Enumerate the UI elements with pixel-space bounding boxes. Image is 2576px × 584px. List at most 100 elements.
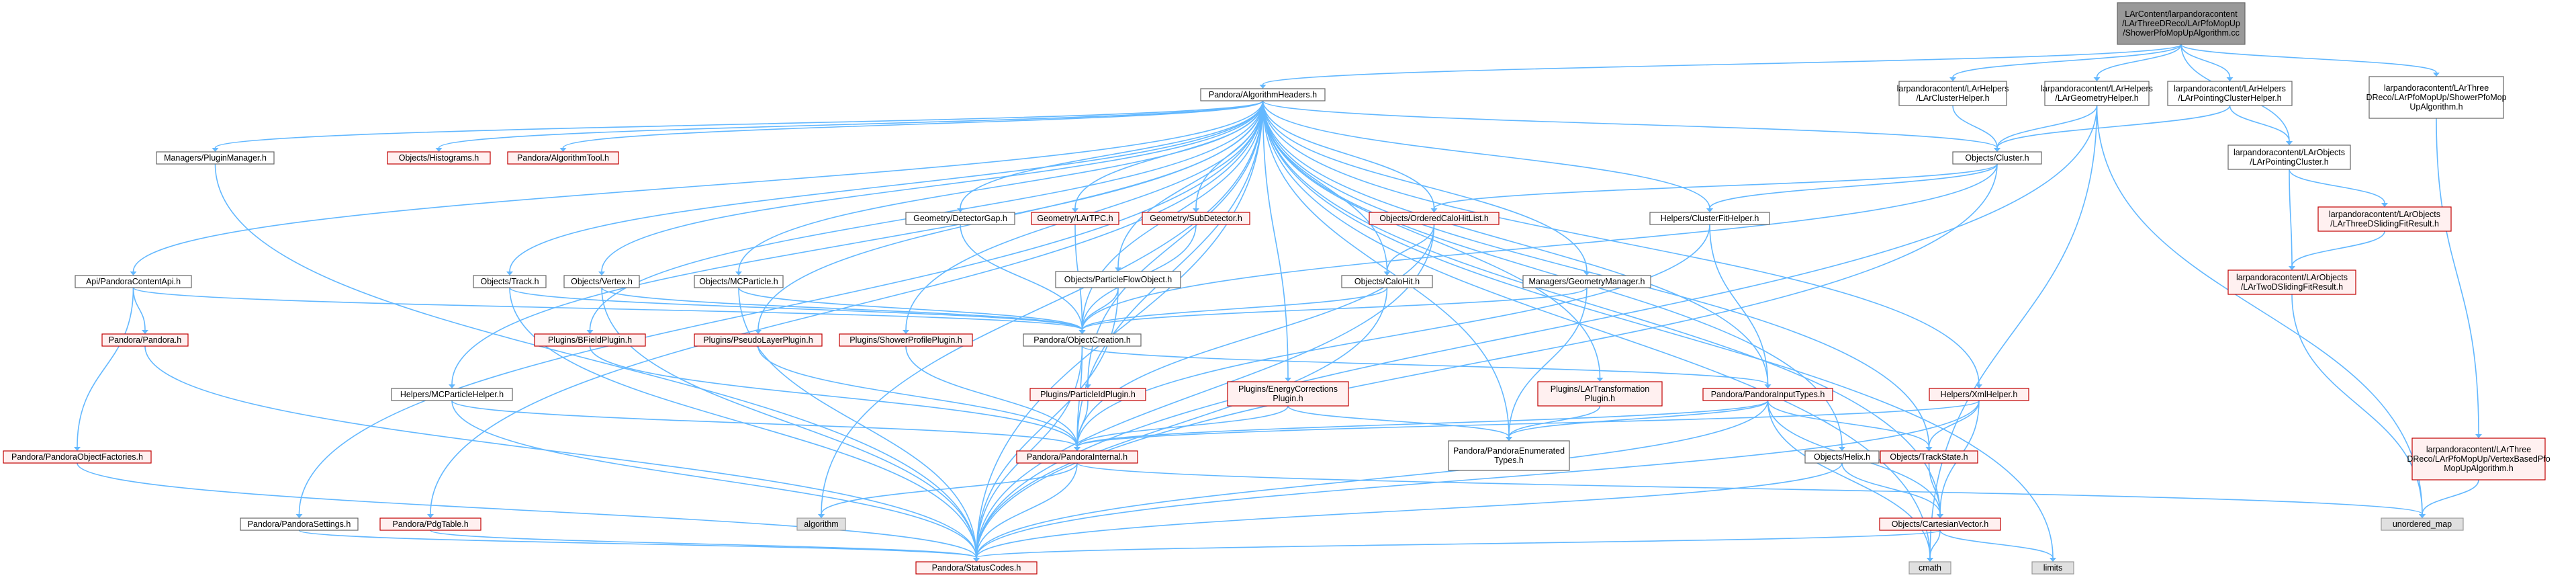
node-root[interactable]: LArContent/larpandoracontent/LArThreeDRe… — [2117, 2, 2246, 45]
edge-arrowhead — [1583, 272, 1590, 276]
node-trackstate[interactable]: Objects/TrackState.h — [1880, 450, 1978, 464]
node-label: Objects/CartesianVector.h — [1892, 519, 1989, 529]
edge-arrowhead — [1285, 378, 1291, 382]
edge-showerpfomopup-to-vertexbasedpfo — [2436, 118, 2479, 435]
node-label: DReco/LArPfoMopUp/ShowerPfoMop — [2366, 93, 2506, 102]
node-label: Pandora/StatusCodes.h — [932, 563, 1021, 573]
node-label: larpandoracontent/LArHelpers — [2041, 84, 2153, 93]
node-label: /ShowerPfoMopUpAlgorithm.cc — [2123, 28, 2240, 38]
node-box — [1649, 212, 1770, 225]
edge-algheaders-to-orderedcalohitlist — [1262, 100, 1435, 209]
edge-arrowhead — [74, 447, 81, 451]
node-lartpc[interactable]: Geometry/LArTPC.h — [1031, 212, 1119, 225]
node-twodslidingfitresult[interactable]: larpandoracontent/LArObjects/LArTwoDSlid… — [2227, 269, 2356, 295]
node-calohit[interactable]: Objects/CaloHit.h — [1341, 275, 1433, 288]
node-box — [534, 333, 646, 347]
node-pandoracontentapi[interactable]: Api/PandoraContentApi.h — [75, 275, 192, 288]
node-mcparticlehelper[interactable]: Helpers/MCParticleHelper.h — [391, 388, 513, 401]
edge-pandorainputtypes-to-enumeratedtypes — [1508, 400, 1769, 437]
node-box — [1029, 388, 1146, 401]
node-pdgtable[interactable]: Pandora/PdgTable.h — [379, 517, 481, 531]
node-subdetector[interactable]: Geometry/SubDetector.h — [1142, 212, 1250, 225]
node-limits[interactable]: limits — [2031, 561, 2074, 575]
node-clusterfithelper[interactable]: Helpers/ClusterFitHelper.h — [1649, 212, 1770, 225]
node-cartesianvector[interactable]: Objects/CartesianVector.h — [1879, 517, 2001, 531]
edge-particleflowobject-to-objectcreation — [1081, 287, 1119, 331]
node-vertex[interactable]: Objects/Vertex.h — [563, 275, 640, 288]
edge-threedslidingfitresult-to-twodslidingfitresult — [2291, 231, 2385, 267]
edge-orderedcalohitlist-to-pandorainternal — [1076, 224, 1435, 448]
node-track[interactable]: Objects/Track.h — [473, 275, 547, 288]
edge-calohit-to-objectcreation — [1081, 287, 1388, 331]
node-geometrymanager[interactable]: Managers/GeometryManager.h — [1522, 275, 1651, 288]
node-larclusterhelper[interactable]: larpandoracontent/LArHelpers/LArClusterH… — [1897, 81, 2009, 106]
edge-arrowhead — [1706, 208, 1713, 212]
edge-arrowhead — [1383, 272, 1391, 276]
node-showerpfomopup[interactable]: larpandoracontent/LArThreeDReco/LArPfoMo… — [2366, 76, 2507, 119]
node-label: Objects/OrderedCaloHitList.h — [1379, 214, 1489, 223]
edge-objectfactories-to-statuscodes — [77, 462, 977, 558]
node-pandora[interactable]: Pandora/Pandora.h — [101, 333, 189, 347]
node-label: Objects/ParticleFlowObject.h — [1064, 275, 1172, 284]
node-cmath[interactable]: cmath — [1908, 561, 1951, 575]
node-bfieldplugin[interactable]: Plugins/BFieldPlugin.h — [534, 333, 646, 347]
node-box — [694, 333, 823, 347]
node-larpointingclusterhelper[interactable]: larpandoracontent/LArHelpers/LArPointing… — [2167, 81, 2293, 106]
node-objectfactories[interactable]: Pandora/PandoraObjectFactories.h — [3, 450, 152, 464]
edge-arrowhead — [2475, 434, 2482, 438]
node-label: Helpers/XmlHelper.h — [1941, 390, 2018, 399]
node-box — [1702, 388, 1833, 401]
node-box — [156, 151, 275, 165]
node-helix[interactable]: Objects/Helix.h — [1804, 450, 1880, 464]
node-orderedcalohitlist[interactable]: Objects/OrderedCaloHitList.h — [1369, 212, 1500, 225]
node-largeometryhelper[interactable]: larpandoracontent/LArHelpers/LArGeometry… — [2041, 81, 2153, 106]
edge-energycorrections-to-enumeratedtypes — [1287, 405, 1510, 437]
node-objectcreation[interactable]: Pandora/ObjectCreation.h — [1023, 333, 1142, 347]
node-histograms[interactable]: Objects/Histograms.h — [387, 151, 491, 165]
node-mcparticle[interactable]: Objects/MCParticle.h — [694, 275, 784, 288]
node-showerprofileplugin[interactable]: Plugins/ShowerProfilePlugin.h — [839, 333, 973, 347]
node-pandorainputtypes[interactable]: Pandora/PandoraInputTypes.h — [1702, 388, 1833, 401]
edge-root-to-largeometryhelper — [2096, 44, 2182, 78]
node-pandorainternal[interactable]: Pandora/PandoraInternal.h — [1016, 450, 1138, 464]
node-pluginmanager[interactable]: Managers/PluginManager.h — [156, 151, 275, 165]
node-label: Pandora/PandoraSettings.h — [248, 519, 351, 529]
edge-particleidplugin-to-pandorainternal — [1076, 400, 1089, 448]
node-algheaders[interactable]: Pandora/AlgorithmHeaders.h — [1200, 88, 1326, 101]
node-pseudolayerplugin[interactable]: Plugins/PseudoLayerPlugin.h — [694, 333, 823, 347]
edge-largeometryhelper-to-cmath — [1929, 105, 2098, 558]
edge-lartransformation-to-enumeratedtypes — [1508, 405, 1601, 437]
edge-arrowhead — [435, 148, 443, 152]
node-label: UpAlgorithm.h — [2409, 102, 2463, 112]
node-threedslidingfitresult[interactable]: larpandoracontent/LArObjects/LArThreeDSl… — [2317, 206, 2452, 232]
node-algorithm[interactable]: algorithm — [796, 517, 846, 531]
node-particleflowobject[interactable]: Objects/ParticleFlowObject.h — [1055, 271, 1181, 288]
edge-arrowhead — [1259, 85, 1267, 89]
edge-largeometryhelper-to-statuscodes — [976, 105, 2098, 558]
edge-helix-to-cartesianvector — [1841, 462, 1941, 515]
node-particleidplugin[interactable]: Plugins/ParticleIdPlugin.h — [1029, 388, 1146, 401]
edge-algheaders-to-helix — [1262, 100, 1843, 448]
edge-arrowhead — [449, 384, 455, 388]
edge-arrowhead — [1074, 447, 1080, 451]
edge-pandoracontentapi-to-objectcreation — [132, 287, 1083, 331]
node-vertexbasedpfo[interactable]: larpandoracontent/LArThreeDReco/LArPfoMo… — [2407, 437, 2550, 481]
node-label: Plugins/PseudoLayerPlugin.h — [703, 335, 813, 345]
node-pandorasettings[interactable]: Pandora/PandoraSettings.h — [240, 517, 359, 531]
node-algorithmtool[interactable]: Pandora/AlgorithmTool.h — [507, 151, 619, 165]
node-unorderedmap[interactable]: unordered_map — [2381, 517, 2464, 531]
node-box — [2411, 437, 2546, 481]
node-box — [2031, 561, 2074, 575]
edge-algheaders-to-mcparticlehelper — [451, 100, 1264, 385]
edge-arrowhead — [2286, 141, 2293, 145]
node-xmlhelper[interactable]: Helpers/XmlHelper.h — [1929, 388, 2029, 401]
node-detectorgap[interactable]: Geometry/DetectorGap.h — [905, 212, 1015, 225]
node-cluster[interactable]: Objects/Cluster.h — [1952, 151, 2042, 165]
edge-cluster-to-clusterfithelper — [1709, 163, 1998, 209]
node-statuscodes[interactable]: Pandora/StatusCodes.h — [915, 561, 1038, 575]
node-larpointingcluster[interactable]: larpandoracontent/LArObjects/LArPointing… — [2227, 144, 2351, 170]
